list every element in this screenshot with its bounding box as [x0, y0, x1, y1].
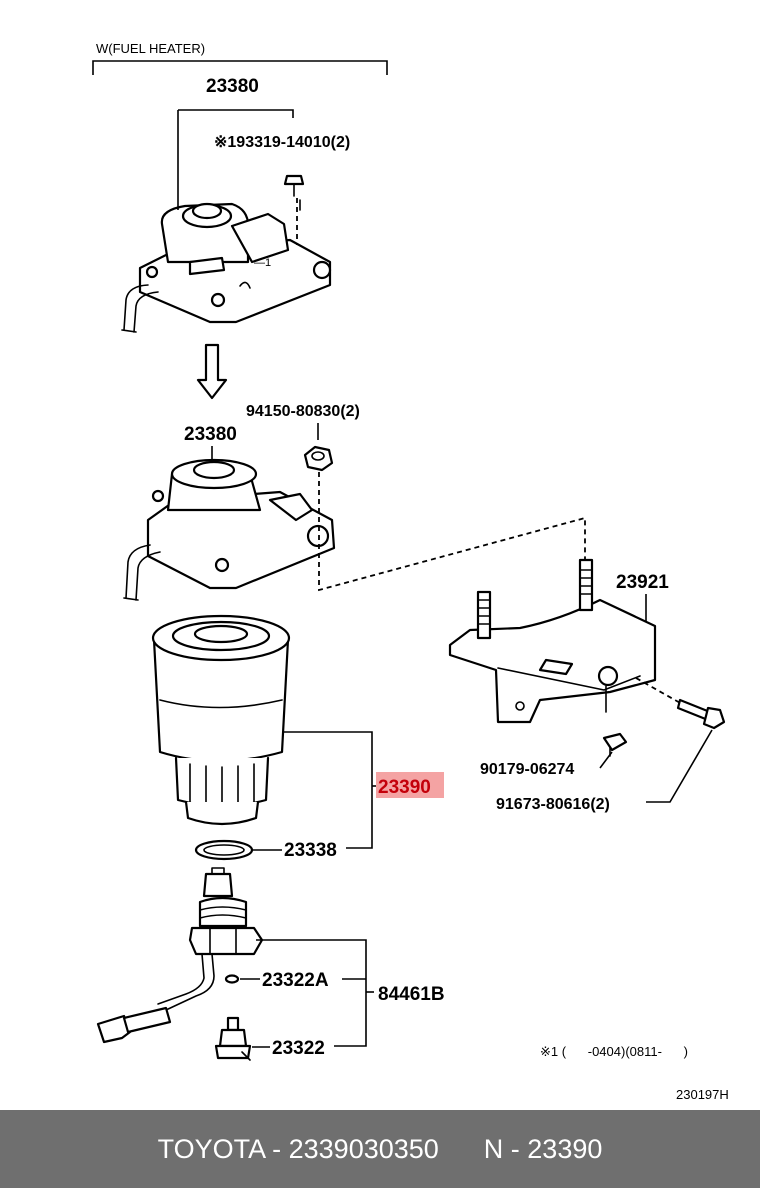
footer-text: TOYOTA - 2339030350 N - 23390: [157, 1133, 603, 1164]
label-93319: ※193319-14010(2): [214, 134, 350, 151]
label-23380-top: 23380: [206, 76, 259, 97]
label-91673: 91673-80616(2): [496, 796, 610, 813]
filter-head-with-heater: —1: [121, 199, 332, 333]
screw-93319: [283, 174, 305, 245]
figure-code: 230197H: [676, 1087, 729, 1102]
label-23390: 23390: [378, 777, 431, 798]
label-23380-mid: 23380: [184, 424, 237, 445]
label-23338: 23338: [284, 840, 337, 861]
fuel-filter-element: [151, 614, 291, 826]
arrow-down-icon: [196, 343, 228, 400]
label-90179: 90179-06274: [480, 761, 574, 778]
o-ring-23322a: [224, 974, 240, 984]
fuel-heater-bracket: W(FUEL HEATER): [92, 41, 388, 75]
part-number-footer: TOYOTA - 2339030350 N - 23390: [0, 1110, 760, 1188]
switch-23322: [214, 1016, 252, 1061]
variant-label: W(FUEL HEATER): [96, 41, 205, 56]
parts-diagram: W(FUEL HEATER) —1 23380 ※193319-14010(2)…: [92, 41, 729, 1102]
footnote: ※1 ( -0404)(0811- ): [540, 1044, 688, 1059]
fuel-heater-sensor: [96, 867, 264, 1044]
bolt-91673: [676, 698, 726, 730]
highlight-23390: [376, 772, 444, 798]
label-94150: 94150-80830(2): [246, 403, 360, 420]
svg-text:—1: —1: [254, 257, 271, 269]
clip-90179: [602, 732, 628, 757]
label-23322: 23322: [272, 1038, 325, 1059]
label-23322a: 23322A: [262, 970, 329, 991]
label-23921: 23921: [616, 572, 669, 593]
mounting-bracket: [448, 558, 657, 724]
filter-head: [123, 458, 336, 601]
o-ring-23338: [194, 839, 254, 861]
nut-94150: [303, 445, 334, 472]
label-84461b: 84461B: [378, 984, 445, 1005]
